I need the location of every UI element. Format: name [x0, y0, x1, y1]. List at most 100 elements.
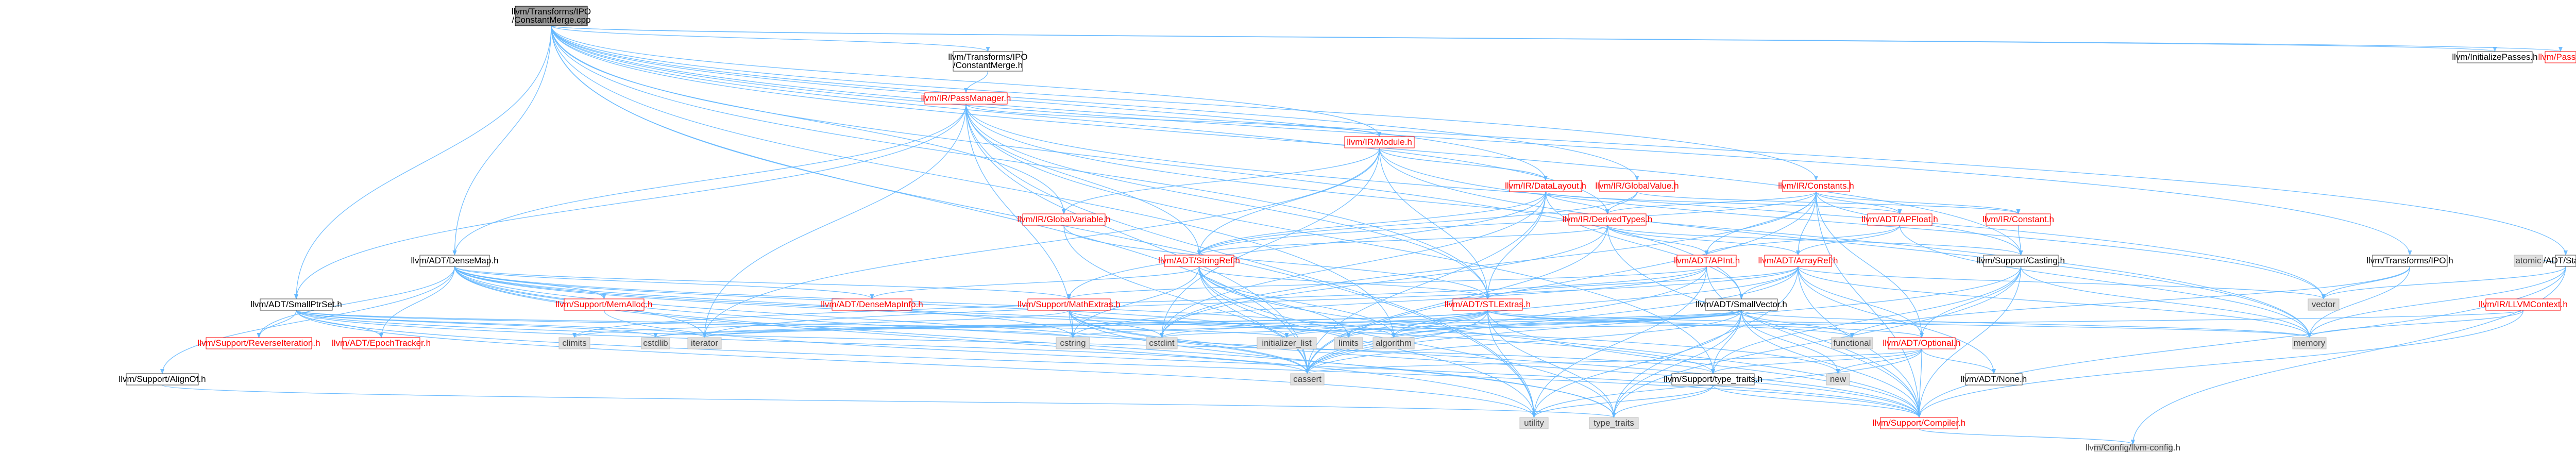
edge-root-to-datalayout: [551, 25, 1548, 181]
node-limits[interactable]: limits: [1334, 337, 1363, 349]
node-reverseiteration[interactable]: llvm/Support/ReverseIteration.h: [197, 337, 320, 349]
node-box-algorithm: [1372, 337, 1415, 349]
edge-arrayref-to-vector: [1798, 266, 2326, 299]
node-box-atomic: [2514, 255, 2543, 267]
node-llvmconfig[interactable]: llvm/Config/llvm-config.h: [2086, 443, 2180, 452]
edge-datalayout-to-stringref: [1197, 191, 1546, 256]
node-adtnone[interactable]: llvm/ADT/None.h: [1961, 373, 2027, 386]
node-constants[interactable]: llvm/IR/Constants.h: [1778, 180, 1854, 192]
node-label-new: new: [1830, 374, 1846, 384]
node-stlextras[interactable]: llvm/ADT/STLExtras.h: [1445, 298, 1531, 311]
node-cstdint[interactable]: cstdint: [1146, 337, 1178, 349]
edge-smallvector-to-type_traits: [1612, 310, 1742, 418]
node-apfloat[interactable]: llvm/ADT/APFloat.h: [1861, 213, 1938, 226]
edge-ir_constant-to-casting: [2018, 225, 2023, 256]
node-apint[interactable]: llvm/ADT/APInt.h: [1673, 255, 1740, 267]
node-cstring[interactable]: cstring: [1056, 337, 1090, 349]
node-ipo_h[interactable]: llvm/Transforms/IPO.h: [2366, 255, 2453, 267]
node-box-llvmconfig: [2094, 444, 2172, 452]
node-densemapinfo[interactable]: llvm/ADT/DenseMapInfo.h: [821, 298, 923, 311]
edge-apfloat-to-memory: [1899, 225, 2312, 338]
node-smallvector[interactable]: llvm/ADT/SmallVector.h: [1696, 298, 1787, 311]
edge-datalayout-to-smallvector: [1545, 191, 1743, 299]
edge-root-to-module: [551, 25, 1382, 137]
node-functional[interactable]: functional: [1831, 337, 1873, 349]
node-optional[interactable]: llvm/ADT/Optional.h: [1883, 337, 1961, 349]
node-llvmcontext[interactable]: llvm/IR/LLVMContext.h: [2479, 298, 2568, 311]
node-typetraits[interactable]: llvm/Support/type_traits.h: [1664, 373, 1762, 386]
edge-smallvector-to-functional: [1741, 310, 1854, 338]
node-vector[interactable]: vector: [2308, 298, 2340, 311]
node-algorithm[interactable]: algorithm: [1372, 337, 1415, 349]
node-ir_constant[interactable]: llvm/IR/Constant.h: [1982, 213, 2054, 226]
edge-casting-to-cassert: [1305, 266, 2022, 374]
node-box-new: [1826, 373, 1850, 386]
node-smallptrset[interactable]: llvm/ADT/SmallPtrSet.h: [250, 298, 342, 311]
edge-casting-to-memory: [2020, 266, 2312, 338]
node-root[interactable]: llvm/Transforms/IPO/ConstantMerge.cpp: [512, 6, 591, 26]
node-globalvalue[interactable]: llvm/IR/GlobalValue.h: [1595, 180, 1679, 192]
node-box-adtnone: [1965, 373, 2023, 386]
node-pass[interactable]: llvm/Pass.h: [2538, 51, 2576, 63]
edge-datalayout-to-derivedtypes: [1545, 191, 1609, 214]
node-passmanager[interactable]: llvm/IR/PassManager.h: [921, 92, 1011, 105]
edge-arrayref-to-memory: [1798, 266, 2312, 338]
node-box-initlist: [1257, 337, 1317, 349]
node-derivedtypes[interactable]: llvm/IR/DerivedTypes.h: [1563, 213, 1653, 226]
node-alignof[interactable]: llvm/Support/AlignOf.h: [118, 373, 206, 386]
node-globalvariable[interactable]: llvm/IR/GlobalVariable.h: [1017, 213, 1111, 226]
node-climits[interactable]: climits: [558, 337, 590, 349]
edge-smallptrset-to-cstdlib: [296, 310, 658, 338]
node-box-ir_constant: [1986, 213, 2051, 226]
edge-root-to-stlextras: [551, 25, 1490, 299]
edge-constmerge_h-to-passmanager: [964, 71, 989, 93]
node-memory[interactable]: memory: [2292, 337, 2327, 349]
node-epochtracker[interactable]: llvm/ADT/EpochTracker.h: [332, 337, 431, 349]
edge-stlextras-to-memory: [1487, 310, 2311, 338]
node-constmerge_h[interactable]: llvm/Transforms/IPO/ConstantMerge.h: [948, 51, 1028, 72]
node-type_traits[interactable]: type_traits: [1589, 417, 1639, 429]
edge-smallptrset-to-initlist: [296, 310, 1289, 338]
node-box-statistic: [2555, 255, 2576, 267]
node-mathextras[interactable]: llvm/Support/MathExtras.h: [1018, 298, 1121, 311]
edge-arrayref-to-stlextras: [1485, 266, 1799, 299]
node-casting[interactable]: llvm/Support/Casting.h: [1977, 255, 2065, 267]
node-box-iterator: [687, 337, 722, 349]
node-box-stringref: [1164, 255, 1234, 267]
node-compiler[interactable]: llvm/Support/Compiler.h: [1873, 417, 1965, 429]
node-datalayout[interactable]: llvm/IR/DataLayout.h: [1505, 180, 1586, 192]
edge-arrayref-to-adtnone: [1798, 266, 1996, 374]
node-atomic[interactable]: atomic: [2514, 255, 2543, 267]
node-box-cstdlib: [641, 337, 670, 349]
node-label-constants: llvm/IR/Constants.h: [1778, 181, 1854, 191]
node-box-memalloc: [564, 298, 645, 311]
edge-typetraits-to-compiler: [1713, 384, 1921, 418]
node-utility[interactable]: utility: [1519, 417, 1549, 429]
node-box-compiler: [1880, 417, 1958, 429]
node-memalloc[interactable]: llvm/Support/MemAlloc.h: [555, 298, 653, 311]
node-label-passmanager: llvm/IR/PassManager.h: [921, 93, 1011, 103]
node-densemap[interactable]: llvm/ADT/DenseMap.h: [411, 255, 499, 267]
edge-datalayout-to-apfloat: [1545, 191, 1902, 214]
edge-passmanager-to-typetraits: [965, 104, 1715, 374]
node-label-densemap: llvm/ADT/DenseMap.h: [411, 256, 498, 265]
node-arrayref[interactable]: llvm/ADT/ArrayRef.h: [1758, 255, 1838, 267]
edge-memalloc-to-compiler: [603, 310, 1921, 418]
node-box-apint: [1676, 255, 1737, 267]
node-initpasses[interactable]: llvm/InitializePasses.h: [2452, 51, 2538, 63]
edge-ipo_h-to-memory: [2307, 266, 2411, 338]
edge-apint-to-compiler: [1706, 266, 1921, 418]
node-module[interactable]: llvm/IR/Module.h: [1344, 136, 1415, 148]
node-initlist[interactable]: initializer_list: [1257, 337, 1317, 349]
node-cstdlib[interactable]: cstdlib: [641, 337, 670, 349]
node-layer: llvm/Transforms/IPO/ConstantMerge.cpp llv…: [118, 6, 2576, 452]
node-iterator[interactable]: iterator: [687, 337, 722, 349]
node-label-stringref: llvm/ADT/StringRef.h: [1158, 256, 1240, 265]
edge-arrayref-to-optional: [1798, 266, 1924, 338]
node-cassert[interactable]: cassert: [1290, 373, 1325, 386]
node-new[interactable]: new: [1826, 373, 1850, 386]
node-stringref[interactable]: llvm/ADT/StringRef.h: [1158, 255, 1240, 267]
node-box-stlextras: [1452, 298, 1523, 311]
edge-derivedtypes-to-stringref: [1197, 225, 1608, 256]
